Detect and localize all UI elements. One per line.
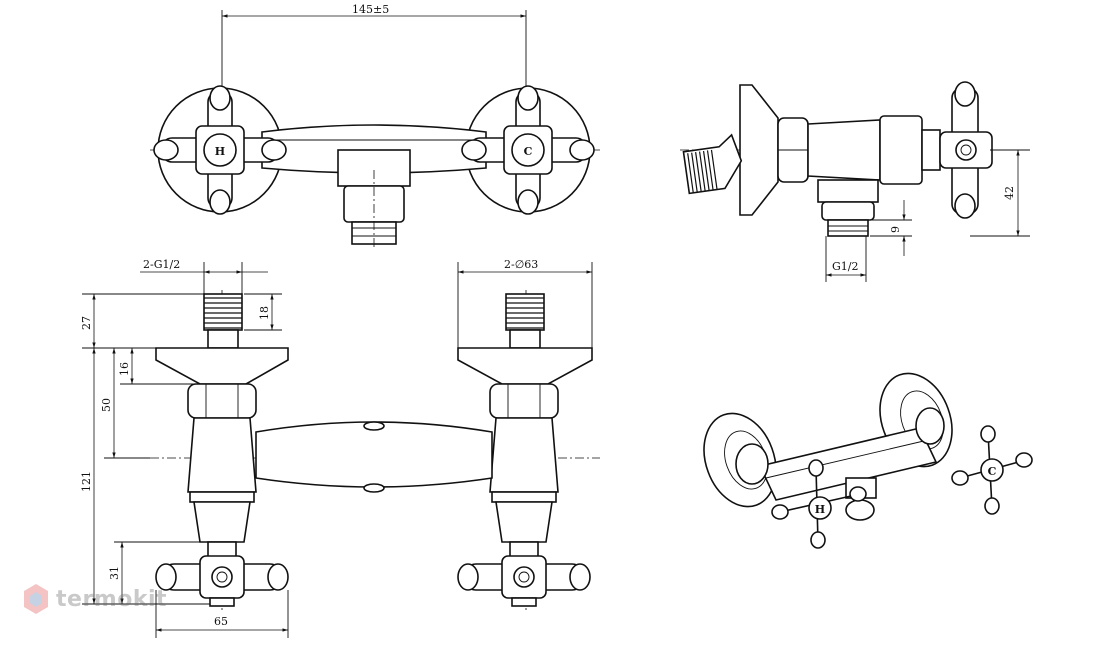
dim-27: 27 bbox=[80, 316, 93, 330]
dim-31: 31 bbox=[108, 566, 121, 580]
cold-mark-top: C bbox=[524, 145, 533, 158]
dim-65: 65 bbox=[214, 615, 228, 628]
dim-121: 121 bbox=[80, 471, 93, 492]
dim-42: 42 bbox=[1003, 186, 1016, 200]
dim-16: 16 bbox=[118, 362, 131, 376]
side-view: 42 9 G1/2 bbox=[680, 81, 1030, 282]
hot-mark-iso: H bbox=[815, 503, 825, 516]
dim-g12-side: G1/2 bbox=[832, 260, 859, 273]
front-view: 2-G1/2 2-∅63 18 27 16 50 121 31 bbox=[80, 258, 600, 638]
watermark-text: termokit bbox=[56, 586, 168, 612]
cold-mark-iso: C bbox=[988, 465, 997, 478]
dim-9: 9 bbox=[889, 226, 902, 233]
dim-2g12: 2-G1/2 bbox=[143, 258, 180, 271]
dim-50: 50 bbox=[100, 398, 113, 412]
hexagon-logo-icon bbox=[24, 584, 48, 614]
dim-145: 145±5 bbox=[352, 3, 389, 16]
hot-mark-top: H bbox=[215, 145, 225, 158]
top-view: 145±5 H bbox=[150, 3, 600, 250]
dim-18: 18 bbox=[258, 306, 271, 320]
dim-2d63: 2-∅63 bbox=[504, 258, 538, 271]
isometric-view: H C bbox=[703, 372, 1033, 549]
watermark-logo: termokit bbox=[22, 582, 167, 616]
